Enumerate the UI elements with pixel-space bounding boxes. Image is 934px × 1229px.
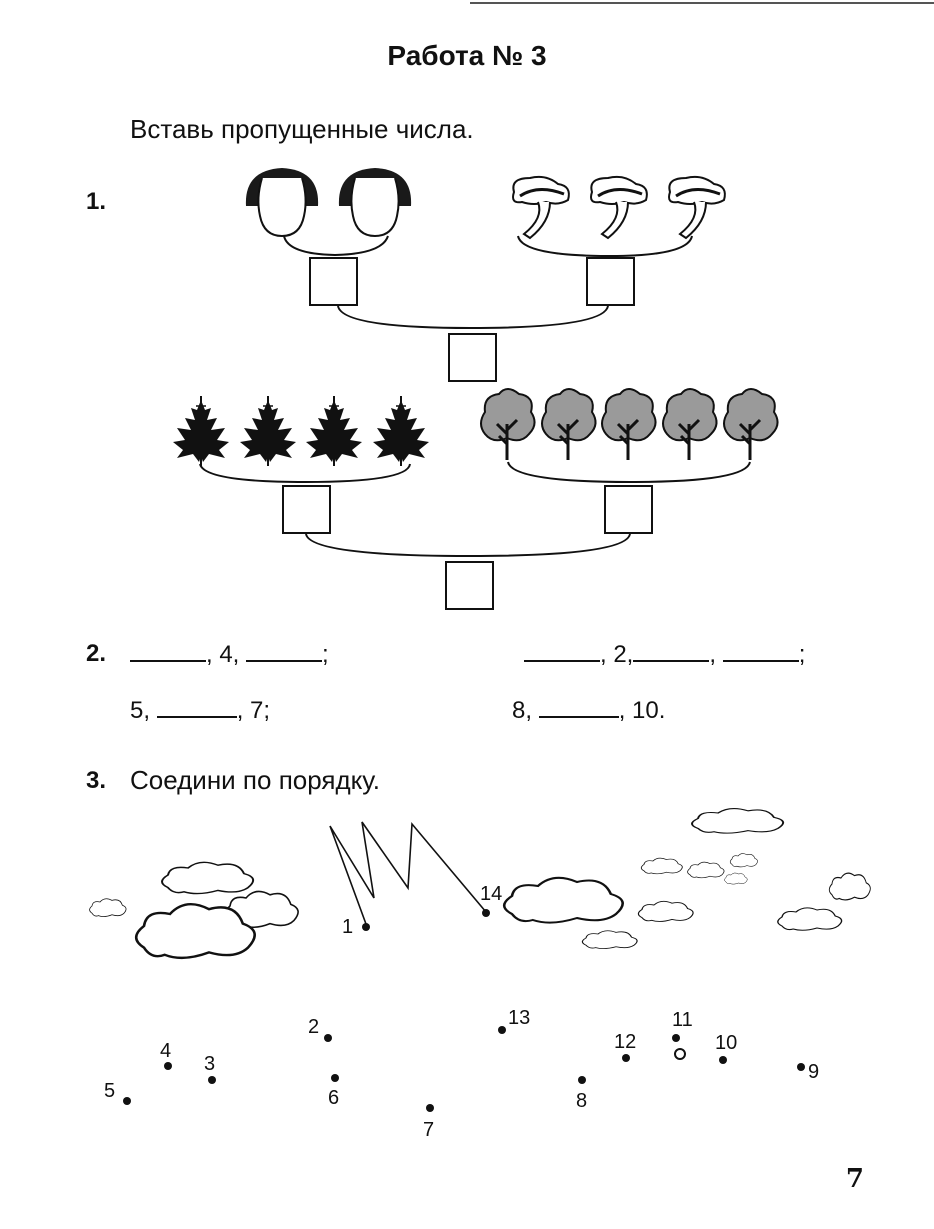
- chanterelle-mushroom-icon: [667, 175, 727, 240]
- sequence-text: , 7;: [236, 697, 271, 724]
- fir-tree-icon: [372, 395, 430, 467]
- cloud-icon: [777, 907, 843, 931]
- zigzag-line: [329, 821, 487, 925]
- page-number: 7: [845, 1164, 864, 1194]
- dot-12[interactable]: 12: [614, 1031, 636, 1062]
- dot-4[interactable]: 4: [160, 1040, 172, 1070]
- answer-blank[interactable]: [633, 640, 710, 662]
- dot-11[interactable]: 11: [672, 1009, 693, 1060]
- dot-label: 7: [423, 1119, 434, 1141]
- fir-tree-icon: [172, 395, 230, 467]
- cloud-icon: [581, 930, 638, 950]
- answer-blank[interactable]: [246, 640, 323, 662]
- dot-label: 11: [672, 1009, 693, 1031]
- sequence-text: , 2,: [600, 641, 634, 668]
- dot-7[interactable]: 7: [423, 1104, 434, 1141]
- cloud-icon: [729, 853, 758, 868]
- task-2-number: 2.: [86, 640, 107, 667]
- answer-blank[interactable]: [524, 640, 600, 662]
- dot-label: 6: [328, 1087, 339, 1109]
- dot-9[interactable]: 9: [797, 1061, 819, 1083]
- sequence-text: 5,: [130, 697, 157, 724]
- deciduous-tree-icon: [661, 387, 719, 462]
- dot-label: 13: [508, 1007, 530, 1029]
- dot-6[interactable]: 6: [328, 1074, 339, 1109]
- cloud-icon: [502, 876, 624, 924]
- dot-label: 4: [160, 1040, 171, 1062]
- answer-blank[interactable]: [130, 640, 206, 662]
- dot-10[interactable]: 10: [715, 1032, 737, 1064]
- page-title: Работа № 3: [387, 40, 547, 71]
- task-3-text: Соедини по порядку.: [130, 765, 380, 795]
- dot-8[interactable]: 8: [576, 1076, 587, 1112]
- deciduous-tree-icon: [540, 387, 598, 462]
- cloud-icon: [687, 861, 725, 879]
- deciduous-tree-icon: [722, 387, 780, 462]
- sequence-text: 8,: [512, 697, 539, 724]
- dot-label: 9: [808, 1061, 819, 1083]
- boletus-mushroom-icon: [244, 167, 320, 237]
- dot-2[interactable]: 2: [308, 1016, 332, 1042]
- cloud-icon: [134, 902, 256, 960]
- cloud-icon: [828, 872, 871, 901]
- sequence-row-2-right: 8, , 10.: [512, 696, 665, 725]
- task-1-number: 1.: [86, 188, 107, 215]
- dot-label: 2: [308, 1016, 319, 1038]
- dot-label: 5: [104, 1080, 115, 1102]
- cloud-icon: [637, 900, 694, 923]
- answer-blank[interactable]: [156, 696, 237, 718]
- cloud-icon: [724, 872, 748, 885]
- instruction-text: Вставь пропущенные числа.: [130, 114, 474, 144]
- dot-14[interactable]: 14: [480, 883, 502, 917]
- deciduous-tree-icon: [479, 387, 537, 462]
- cloud-icon: [640, 857, 683, 875]
- sequence-text: ;: [798, 641, 806, 668]
- dot-label: 8: [576, 1090, 587, 1112]
- top-rule: [470, 2, 934, 4]
- answer-box[interactable]: [604, 485, 653, 534]
- answer-box[interactable]: [448, 333, 497, 382]
- boletus-mushroom-icon: [337, 167, 413, 237]
- fir-tree-icon: [239, 395, 297, 467]
- deciduous-tree-icon: [600, 387, 658, 462]
- dot-13[interactable]: 13: [498, 1007, 530, 1034]
- dot-label: 1: [342, 916, 353, 938]
- answer-box[interactable]: [586, 257, 635, 306]
- fir-tree-icon: [305, 395, 363, 467]
- answer-box[interactable]: [309, 257, 358, 306]
- dot-label: 3: [204, 1053, 215, 1075]
- sequence-text: ;: [322, 641, 329, 668]
- answer-box[interactable]: [445, 561, 494, 610]
- cloud-icon: [691, 807, 785, 835]
- answer-box[interactable]: [282, 485, 331, 534]
- chanterelle-mushroom-icon: [511, 175, 571, 240]
- chanterelle-mushroom-icon: [589, 175, 649, 240]
- sequence-row-1-left: , 4, ;: [130, 640, 329, 669]
- dot-5[interactable]: 5: [104, 1080, 131, 1105]
- cloud-icon: [89, 898, 127, 918]
- dot-label: 14: [480, 883, 502, 905]
- dot-3[interactable]: 3: [204, 1053, 216, 1084]
- task-3-number: 3.: [86, 767, 107, 794]
- dot-1[interactable]: 1: [342, 916, 370, 938]
- sequence-text: , 4,: [206, 641, 247, 668]
- cloud-icon: [161, 861, 255, 895]
- sequence-row-1-right: , 2,, ;: [524, 640, 805, 669]
- answer-blank[interactable]: [538, 696, 619, 718]
- sequence-text: , 10.: [618, 697, 666, 724]
- dot-label: 10: [715, 1032, 737, 1054]
- sequence-text: ,: [709, 641, 723, 668]
- dot-label: 12: [614, 1031, 636, 1053]
- answer-blank[interactable]: [722, 640, 799, 662]
- sequence-row-2-left: 5, , 7;: [130, 696, 270, 725]
